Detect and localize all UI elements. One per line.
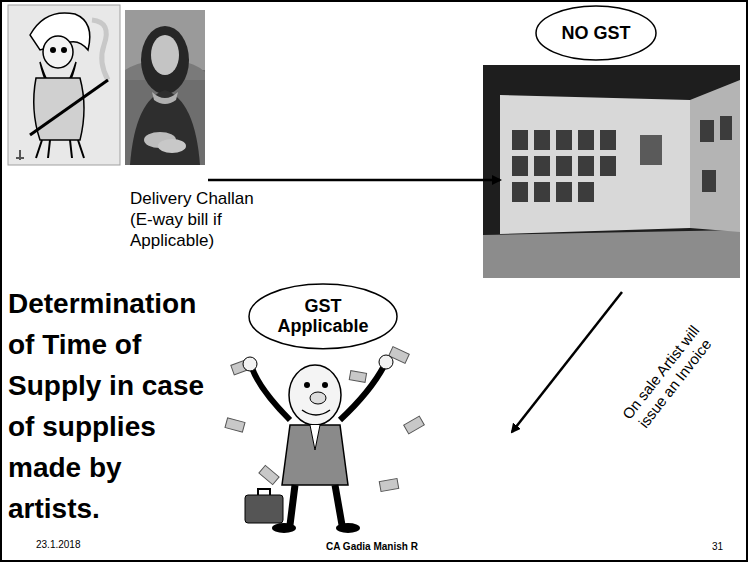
oval-callout: GST Applicable: [248, 283, 398, 350]
oval-text: GST Applicable: [275, 296, 371, 337]
transfer-arrow: [208, 179, 500, 182]
slide-title: Determination of Time of Supply in case …: [8, 283, 213, 529]
author: CA Gadia Manish R: [326, 541, 466, 553]
arrow-note: On sale Artist will issue an Invoice: [608, 308, 729, 448]
oval-shape: [249, 284, 397, 349]
transfer-note: Delivery Challan (E-way bill if Applicab…: [130, 188, 280, 251]
buyer-cartoon: [225, 347, 424, 533]
oval-text: NO GST: [561, 23, 630, 44]
gallery-photo: [483, 65, 740, 278]
oval-callout: NO GST: [535, 5, 657, 61]
artist-cartoon: [8, 5, 120, 165]
date: 23.1.2018: [36, 539, 126, 551]
oval-shape: [536, 6, 656, 60]
sale-arrow: [512, 292, 622, 432]
slide-number: 31: [712, 541, 736, 553]
painting: [125, 10, 205, 165]
